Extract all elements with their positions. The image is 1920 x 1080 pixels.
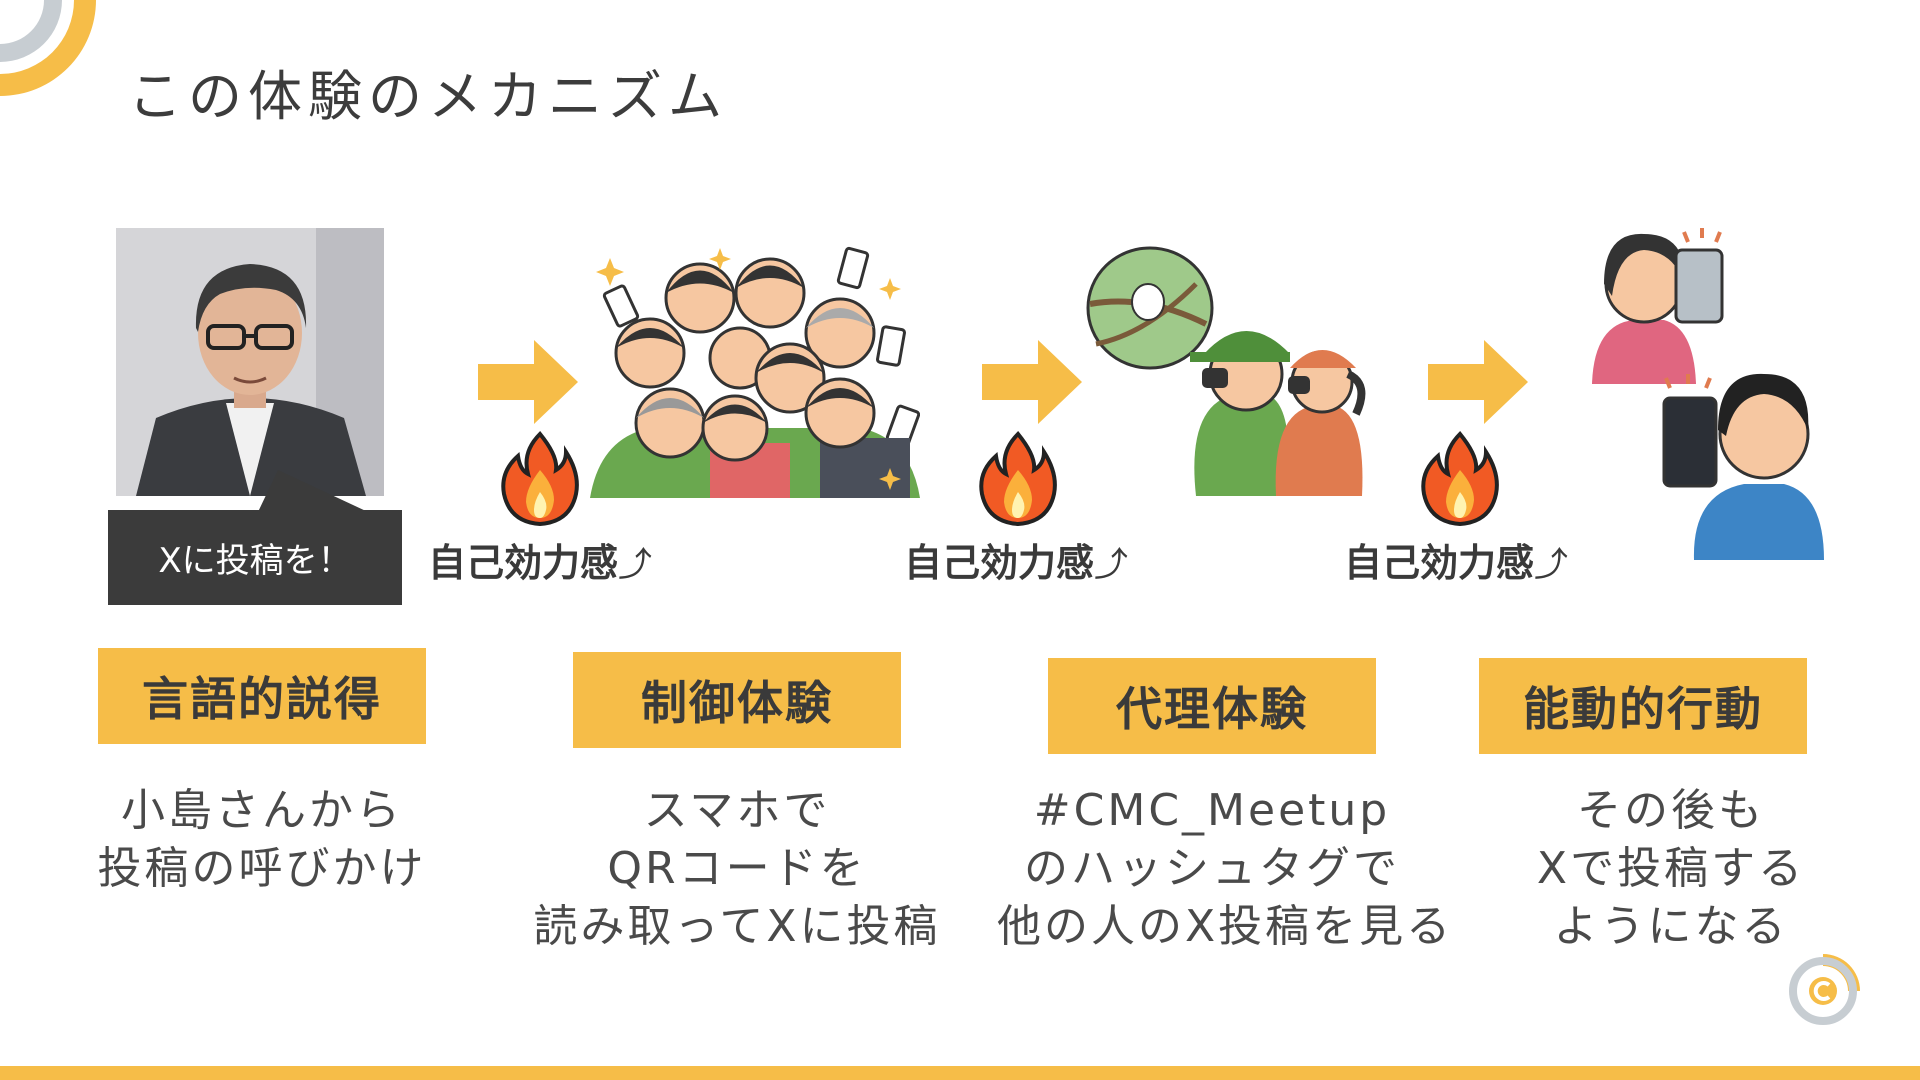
self-efficacy-text: 自己効力感 xyxy=(428,541,619,585)
speech-bubble: Xに投稿を！ xyxy=(108,510,402,605)
self-efficacy-label: 自己効力感⤴ xyxy=(1344,532,1568,587)
description-line: 他の人のX投稿を見る xyxy=(997,901,1454,952)
up-arrow-icon: ⤴ xyxy=(1534,545,1569,585)
step-label-proactive-action: 能動的行動 xyxy=(1479,658,1807,754)
description-line: ようになる xyxy=(1553,901,1789,952)
page-title: この体験のメカニズム xyxy=(128,65,728,128)
right-arrow-icon xyxy=(1428,340,1528,424)
fire-icon xyxy=(501,431,579,526)
bottom-accent-bar xyxy=(0,1066,1920,1080)
up-arrow-icon: ⤴ xyxy=(1094,545,1129,585)
right-arrow-icon xyxy=(982,340,1082,424)
self-efficacy-label: 自己効力感⤴ xyxy=(428,532,652,587)
step-description: #CMC_Meetup のハッシュタグで 他の人のX投稿を見る xyxy=(997,782,1454,956)
bird-watching-illustration xyxy=(1086,246,1366,496)
step-label-vicarious-experience: 代理体験 xyxy=(1048,658,1376,754)
self-efficacy-text: 自己効力感 xyxy=(1344,541,1535,585)
up-arrow-icon: ⤴ xyxy=(618,545,653,585)
description-line: 読み取ってXに投稿 xyxy=(533,901,941,952)
self-efficacy-text: 自己効力感 xyxy=(904,541,1095,585)
description-line: スマホで xyxy=(643,785,831,836)
step-description: スマホで QRコードを 読み取ってXに投稿 xyxy=(522,782,952,956)
fire-icon xyxy=(1421,431,1499,526)
description-line: のハッシュタグで xyxy=(1024,843,1400,894)
description-line: #CMC_Meetup xyxy=(1033,785,1391,836)
step-label-mastery-experience: 制御体験 xyxy=(573,652,901,748)
speaker-photo xyxy=(116,228,384,496)
corner-decoration xyxy=(0,0,96,96)
right-arrow-icon xyxy=(478,340,578,424)
description-line: Xで投稿する xyxy=(1536,843,1806,894)
crowd-smartphones-illustration xyxy=(590,246,920,498)
description-line: 小島さんから xyxy=(121,785,403,836)
step-description: その後も Xで投稿する ようになる xyxy=(1456,782,1886,956)
description-line: QRコードを xyxy=(607,843,867,894)
description-line: 投稿の呼びかけ xyxy=(97,843,427,894)
description-line: その後も xyxy=(1577,785,1765,836)
step-description: 小島さんから 投稿の呼びかけ xyxy=(47,782,477,898)
logo-icon xyxy=(1789,954,1860,1025)
fire-icon xyxy=(979,431,1057,526)
step-label-verbal-persuasion: 言語的説得 xyxy=(98,648,426,744)
speech-bubble-tail xyxy=(258,470,368,512)
self-efficacy-label: 自己効力感⤴ xyxy=(904,532,1128,587)
selfie-people-illustration xyxy=(1592,228,1824,560)
